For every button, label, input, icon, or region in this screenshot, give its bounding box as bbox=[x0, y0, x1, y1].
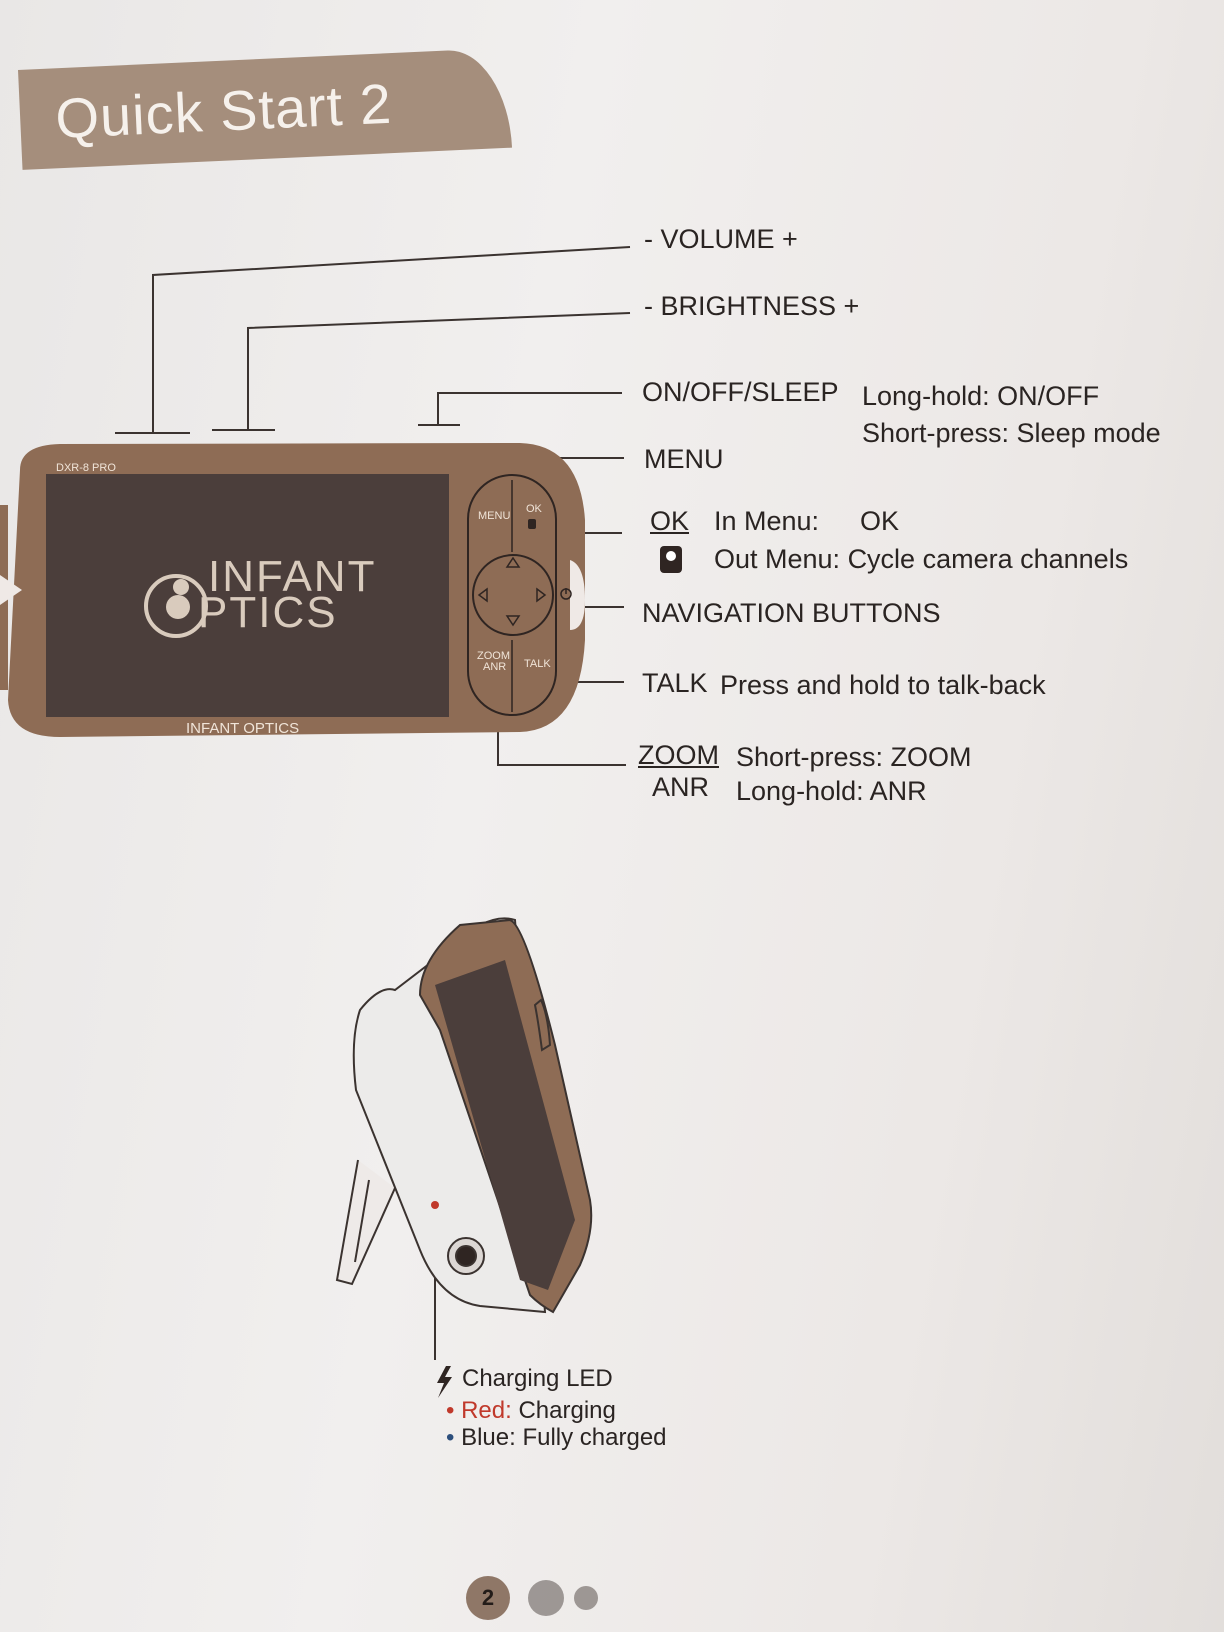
menu-label: MENU bbox=[644, 444, 724, 474]
red-value: Charging bbox=[518, 1397, 616, 1424]
brightness-label: - BRIGHTNESS + bbox=[644, 291, 860, 321]
ok-in-menu-value: OK bbox=[860, 506, 900, 536]
charging-led-title: Charging LED bbox=[462, 1365, 613, 1392]
blue-bullet: • bbox=[446, 1424, 455, 1451]
red-led-dot bbox=[431, 1201, 439, 1209]
btn-anr-label: ANR bbox=[483, 661, 507, 673]
anr-long-desc: Long-hold: ANR bbox=[736, 776, 927, 806]
blue-value: Blue: Fully charged bbox=[461, 1424, 667, 1451]
brand-top: INFANT bbox=[208, 552, 377, 601]
zoom-short-desc: Short-press: ZOOM bbox=[736, 742, 972, 772]
charging-red-item: • Red: Charging bbox=[446, 1397, 616, 1425]
anr-label: ANR bbox=[652, 772, 710, 802]
btn-talk-label: TALK bbox=[524, 658, 551, 670]
zoom-label: ZOOM bbox=[638, 740, 719, 770]
navigation-label: NAVIGATION BUTTONS bbox=[642, 598, 941, 628]
page-dot bbox=[574, 1586, 598, 1610]
charging-blue-item: • Blue: Fully charged bbox=[446, 1424, 667, 1452]
page-number: 2 bbox=[466, 1576, 510, 1620]
talk-label: TALK bbox=[642, 668, 708, 698]
btn-menu-label: MENU bbox=[478, 510, 511, 522]
onoff-label: ON/OFF/SLEEP bbox=[642, 377, 839, 407]
volume-label: - VOLUME + bbox=[644, 224, 798, 254]
red-bullet: • bbox=[446, 1397, 455, 1424]
onoff-long-desc: Long-hold: ON/OFF bbox=[862, 381, 1100, 411]
red-key: Red: bbox=[461, 1397, 512, 1424]
talk-desc: Press and hold to talk-back bbox=[720, 670, 1046, 700]
btn-ok-label: OK bbox=[526, 503, 542, 515]
monitor-stand-view bbox=[335, 917, 593, 1314]
page-dot bbox=[528, 1580, 564, 1616]
ok-label: OK bbox=[650, 506, 690, 536]
device-model: DXR-8 PRO bbox=[56, 462, 116, 474]
monitor-front bbox=[0, 443, 585, 737]
ok-in-menu-key: In Menu: bbox=[714, 506, 820, 536]
bezel-brand: INFANT OPTICS bbox=[186, 720, 300, 737]
btn-zoom-label: ZOOM bbox=[477, 650, 510, 662]
lightning-icon bbox=[437, 1366, 452, 1398]
onoff-short-desc: Short-press: Sleep mode bbox=[862, 418, 1161, 448]
brand-bottom: PTICS bbox=[198, 588, 338, 637]
camera-icon bbox=[660, 546, 682, 573]
ok-out-menu-desc: Out Menu: Cycle camera channels bbox=[714, 544, 1129, 574]
